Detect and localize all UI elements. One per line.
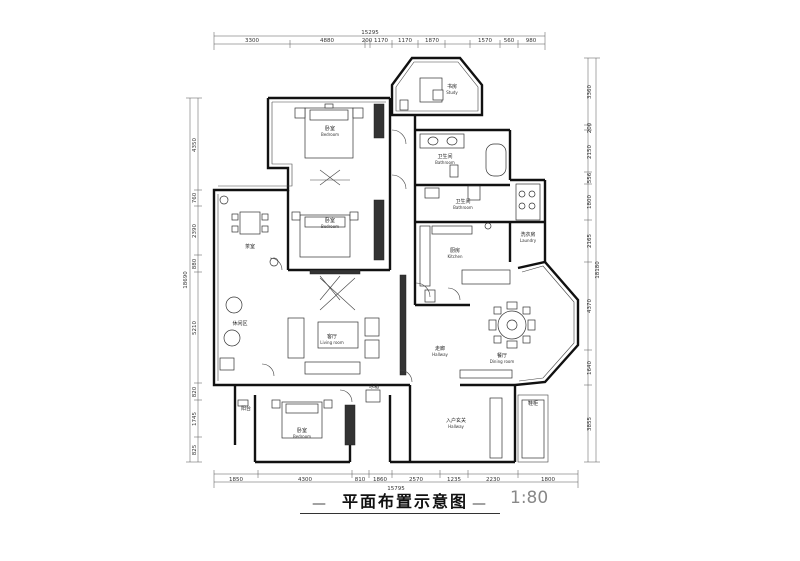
right-dim-1: 3360: [587, 85, 593, 99]
right-dim-5: 1800: [587, 195, 593, 209]
bottom-dim-1: 1850: [229, 477, 243, 483]
top-dim-3: 200: [362, 38, 373, 44]
bottom-total-dim: 15795: [387, 486, 405, 492]
room-label-leisure: 休闲区: [232, 320, 247, 327]
left-dim-5: 5210: [192, 321, 198, 335]
bottom-dim-8: 1800: [541, 477, 555, 483]
dining-furniture: [459, 301, 536, 379]
top-total-dim: 15295: [361, 30, 379, 36]
top-bedroom-furniture: [294, 103, 385, 186]
right-dim-3: 2150: [587, 145, 593, 159]
right-dimension-chain: 3360 200 2150 556 1800 2165 4370 1640 38…: [584, 57, 601, 463]
top-dim-1: 3300: [245, 38, 259, 44]
room-label-fridge: 冰箱: [369, 383, 379, 390]
bottom-dim-6: 1235: [447, 477, 461, 483]
top-dim-4: 1170: [374, 38, 388, 44]
walls: [212, 56, 580, 464]
room-label-bathroom-1-en: Bathroom: [435, 160, 455, 165]
room-label-bathroom-2: 卫生间: [455, 198, 470, 205]
top-dim-8: 560: [504, 38, 515, 44]
title-dash-right: —: [472, 496, 486, 512]
middle-bedroom-furniture: [291, 199, 385, 301]
left-dim-3: 2390: [192, 224, 198, 238]
drawing-title-block: — 平面布置示意图 — 1:80: [300, 486, 570, 516]
right-dim-7: 4370: [587, 299, 593, 313]
inner-wall-lines: [217, 61, 575, 382]
top-dim-7: 1570: [478, 38, 492, 44]
bottom-dim-3: 810: [355, 477, 366, 483]
right-dim-4: 556: [587, 172, 593, 183]
right-dim-2: 200: [587, 122, 593, 133]
room-label-bathroom-1: 卫生间: [437, 153, 452, 160]
room-label-dining-en: Dining room: [490, 359, 515, 364]
bathroom-fixtures: [419, 133, 541, 221]
room-label-bedroom-mid-en: Bedroom: [321, 224, 339, 229]
kitchen-furniture: [419, 222, 511, 303]
left-dim-4: 880: [192, 258, 198, 269]
room-label-bedroom-bottom: 卧室: [297, 427, 307, 434]
bottom-dim-5: 2570: [409, 477, 423, 483]
room-label-kitchen: 厨房: [450, 247, 460, 254]
room-label-bedroom-top-en: Bedroom: [321, 132, 339, 137]
room-label-living: 客厅: [327, 333, 337, 340]
title-dash-left: —: [312, 496, 326, 512]
room-label-hallway-en: Hallway: [432, 352, 448, 357]
room-label-balcony: 阳台: [241, 405, 251, 412]
left-dim-6: 820: [192, 386, 198, 397]
study-furniture: [399, 77, 444, 111]
left-dim-7: 1745: [192, 412, 198, 426]
room-label-bedroom-bottom-en: Bedroom: [293, 434, 311, 439]
left-dim-1: 4350: [192, 138, 198, 152]
room-label-study-en: Study: [446, 90, 458, 95]
room-label-bedroom-top: 卧室: [325, 125, 335, 132]
bottom-dim-2: 4300: [298, 477, 312, 483]
room-label-tea-room: 茶室: [245, 243, 255, 250]
left-total-dim: 18690: [183, 271, 189, 289]
top-dim-2: 4880: [320, 38, 334, 44]
room-label-bathroom-2-en: Bathroom: [453, 205, 473, 210]
left-dimension-chain: 4350 760 2390 880 5210 820 1745 825 1869…: [183, 97, 202, 463]
top-dim-6: 1170: [398, 38, 412, 44]
room-labels: 书房 Study 卧室 Bedroom 卫生间 Bathroom 卫生间 Bat…: [232, 83, 538, 439]
room-label-laundry-en: Laundry: [520, 238, 537, 243]
room-label-kitchen-en: Kitchen: [447, 254, 462, 259]
entry-furniture: [489, 397, 545, 459]
right-dim-8: 1640: [587, 361, 593, 375]
room-label-study: 书房: [447, 83, 457, 90]
room-label-hallway: 走廊: [435, 345, 445, 352]
right-dim-6: 2165: [587, 234, 593, 248]
drawing-scale: 1:80: [510, 488, 549, 508]
room-label-shoe-cabinet: 鞋柜: [528, 400, 538, 407]
top-dim-9: 980: [526, 38, 537, 44]
top-dimension-chain: 15295 3300 4880 200 1170 1870 1170 1570 …: [213, 30, 546, 50]
left-dim-2: 760: [192, 192, 198, 203]
drawing-title: 平面布置示意图: [342, 492, 469, 511]
room-label-entry: 入户玄关: [446, 417, 466, 424]
right-total-dim: 18180: [595, 261, 601, 279]
room-label-bedroom-mid: 卧室: [325, 217, 335, 224]
room-label-entry-en: Hallway: [448, 424, 464, 429]
room-label-dining: 餐厅: [497, 352, 507, 359]
left-dim-8: 825: [192, 444, 198, 455]
tea-room-furniture: [219, 195, 279, 267]
top-dim-5: 1870: [425, 38, 439, 44]
bottom-dimension-chain: 1850 4300 810 1860 2570 1235 2230 1800 1…: [213, 470, 579, 492]
title-underline: [300, 513, 500, 514]
bottom-bedroom-furniture: [237, 389, 381, 446]
bottom-dim-7: 2230: [486, 477, 500, 483]
living-room-furniture: [219, 274, 407, 376]
door-swings: [261, 129, 461, 403]
room-label-laundry: 洗衣房: [520, 231, 535, 238]
room-label-living-en: Living room: [320, 340, 344, 345]
right-dim-9: 3855: [587, 417, 593, 431]
bottom-dim-4: 1860: [373, 477, 387, 483]
